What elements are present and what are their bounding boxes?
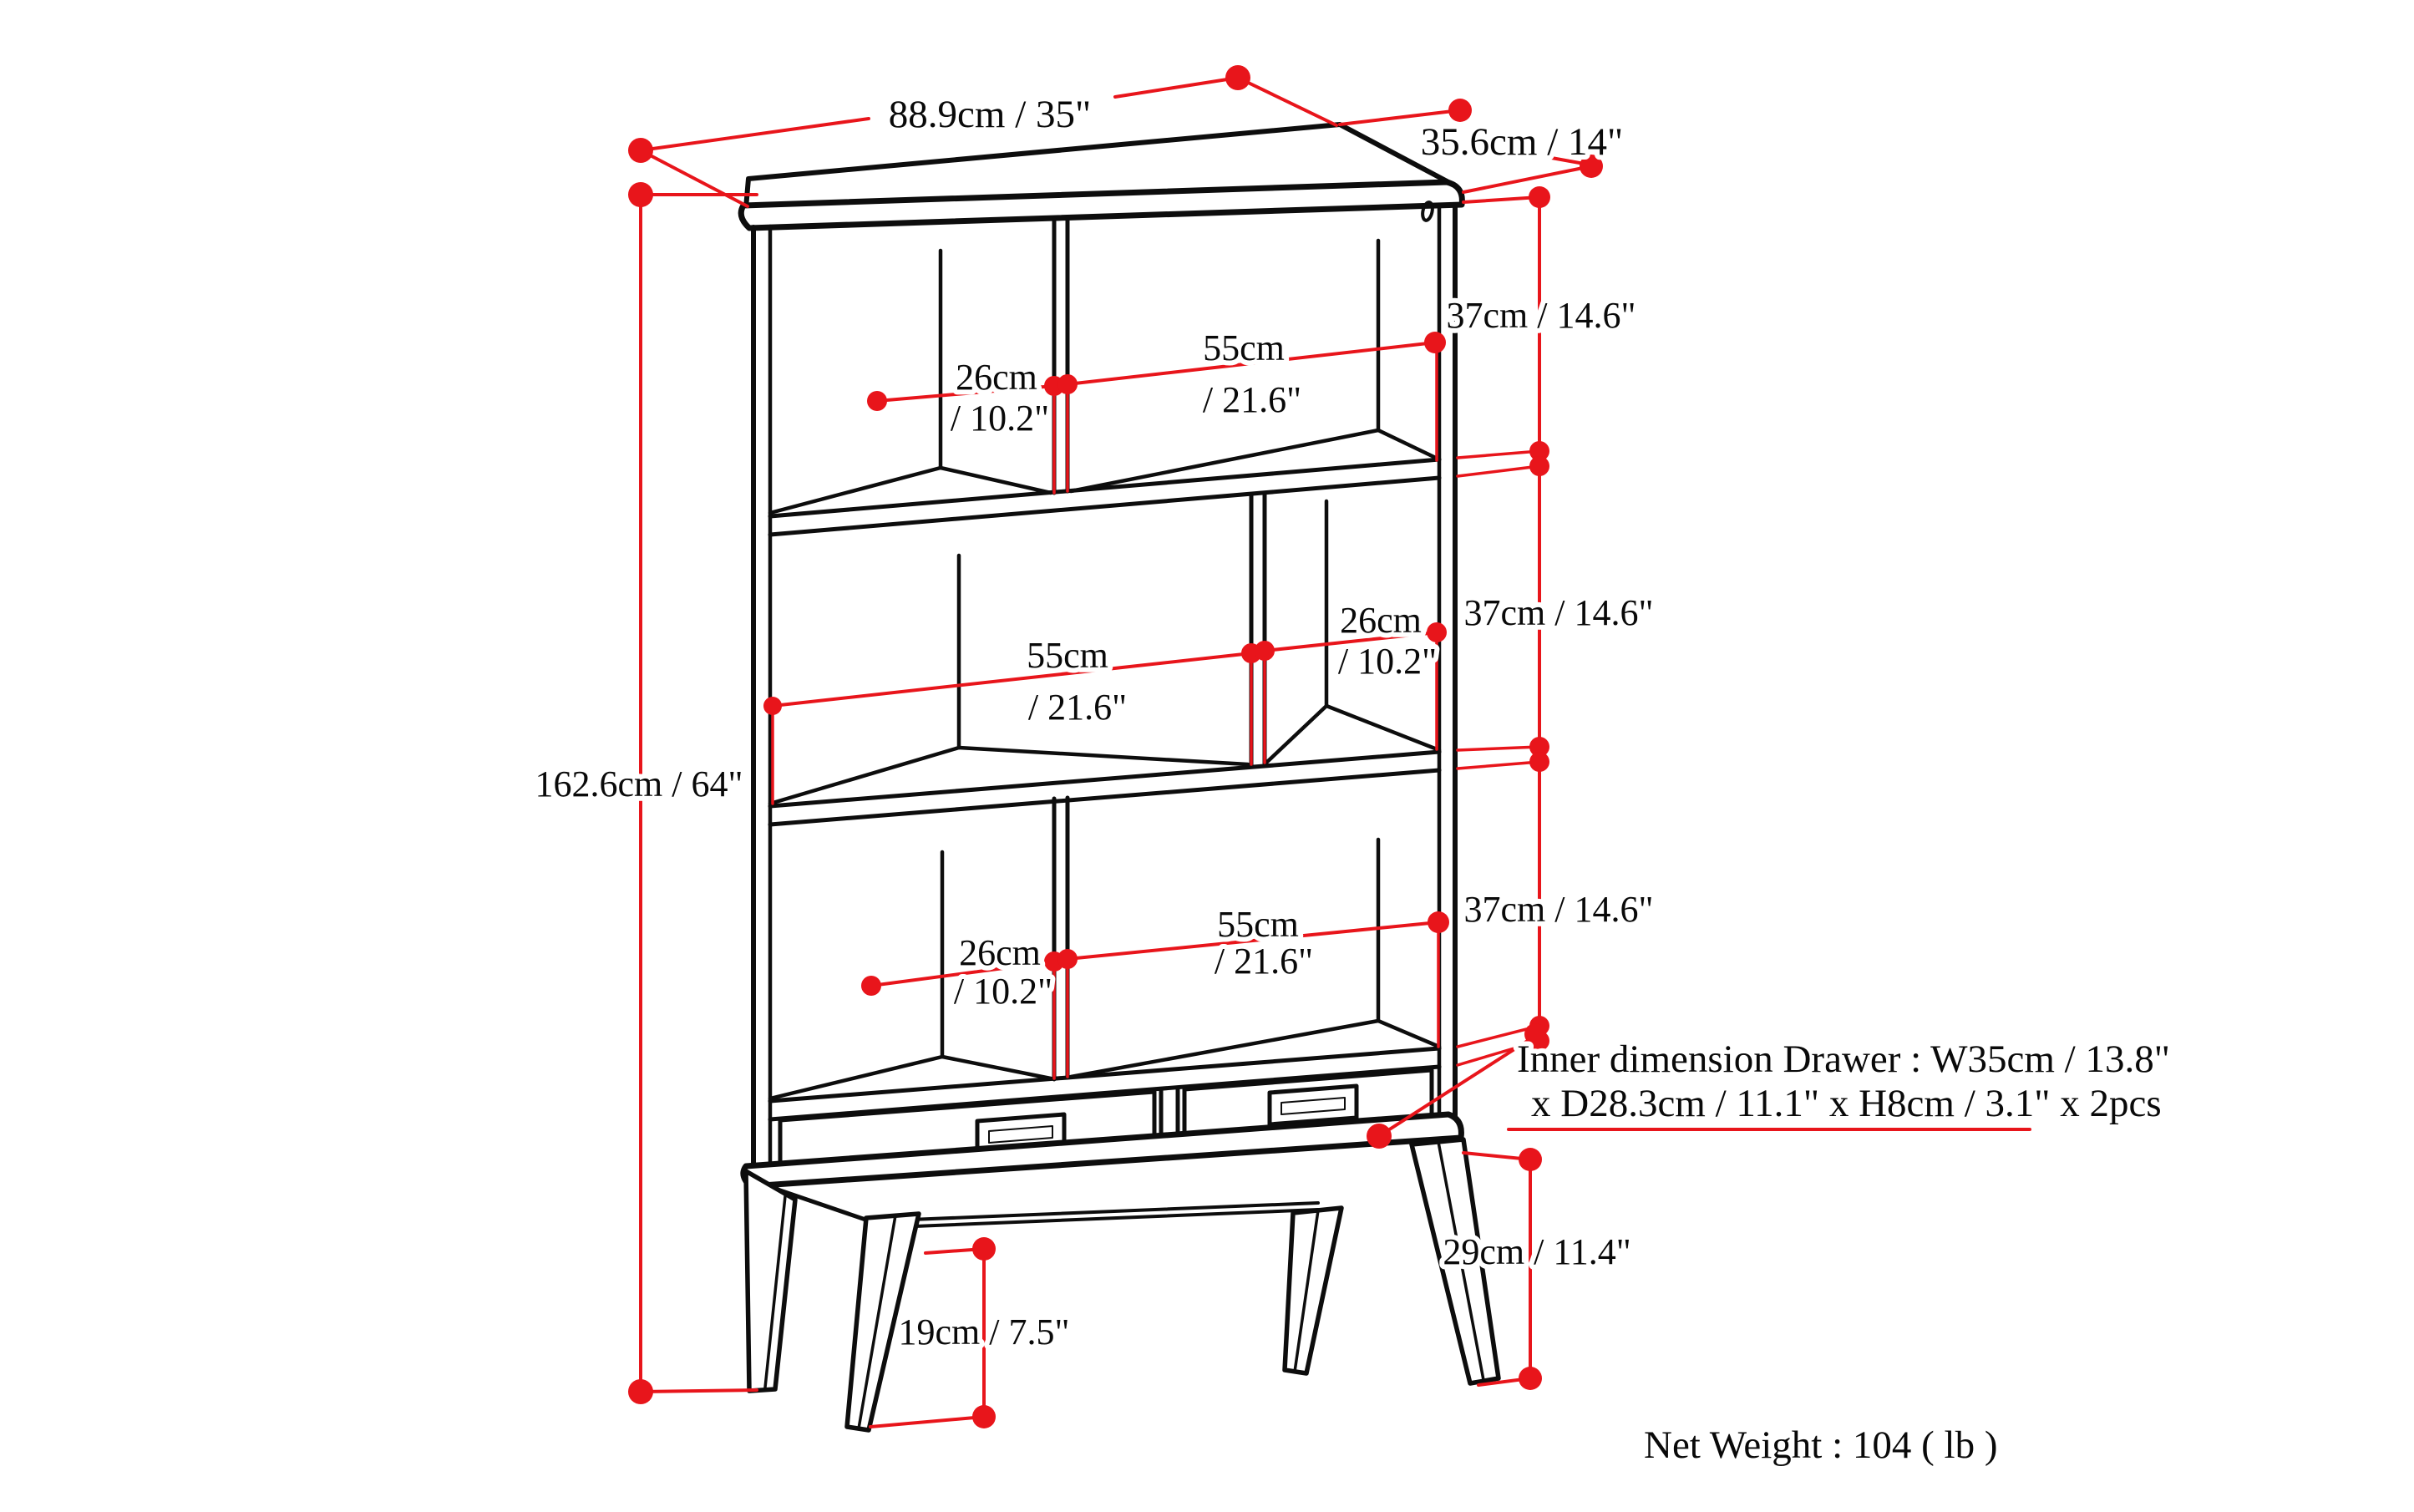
shelf2-height-label: 37cm / 14.6" (1464, 592, 1654, 633)
dimension-lines (628, 65, 2031, 1428)
legs (743, 1137, 1501, 1433)
drawer-note-line1: Inner dimension Drawer : W35cm / 13.8" (1517, 1038, 2170, 1081)
dim-shelf-chain (1456, 186, 1550, 1067)
shelf-2 (768, 749, 1442, 827)
row3-small-width-label2: / 10.2" (954, 971, 1052, 1012)
dim-base-height (1462, 1148, 1542, 1390)
dim-row1 (867, 332, 1446, 495)
dim-overall-width (628, 65, 1338, 208)
top-slab (738, 179, 1465, 231)
dim-drawer-pointer (1367, 1023, 2031, 1149)
drawer-right (1182, 1068, 1434, 1140)
overall-width-label: 88.9cm / 35" (889, 93, 1091, 136)
base-panel (740, 1111, 1464, 1230)
row3-large-width-label2: / 21.6" (1215, 941, 1313, 982)
base-height-label: 29cm / 11.4" (1443, 1231, 1630, 1272)
net-weight-label: Net Weight : 104 ( lb ) (1644, 1423, 1998, 1467)
row2-small-width-label2: / 10.2" (1338, 641, 1437, 682)
top-panel (738, 122, 1465, 231)
row2-large-width-label: 55cm (1027, 635, 1108, 676)
cam-lock-hole (1421, 200, 1434, 222)
row1-large-width-label2: / 21.6" (1203, 379, 1301, 420)
leg-height-label: 19cm / 7.5" (899, 1312, 1070, 1352)
dim-leg-height (869, 1237, 996, 1428)
labels: 88.9cm / 35" 35.6cm / 14" 162.6cm / 64" … (530, 88, 2175, 1472)
row1-small-width-label: 26cm (956, 357, 1037, 398)
row1-large-width-label: 55cm (1203, 327, 1285, 368)
row3-large-width-label: 55cm (1217, 904, 1299, 945)
row3-interior (768, 795, 1442, 1101)
row3-small-width-label: 26cm (959, 932, 1041, 973)
dim-overall-height (628, 182, 758, 1404)
leg-front-right (1409, 1137, 1501, 1386)
drawer-note-line2: x D28.3cm / 11.1" x H8cm / 3.1" x 2pcs (1531, 1082, 2162, 1125)
leg-back-right (1282, 1205, 1344, 1376)
row1-small-width-label2: / 10.2" (951, 398, 1049, 439)
row2-large-width-label2: / 21.6" (1028, 687, 1127, 728)
overall-depth-label: 35.6cm / 14" (1421, 120, 1623, 164)
overall-height-label: 162.6cm / 64" (535, 764, 743, 804)
dim-row3 (861, 911, 1449, 1080)
shelf3-height-label: 37cm / 14.6" (1464, 889, 1654, 930)
dim-row2 (763, 622, 1447, 805)
row2-small-width-label: 26cm (1340, 600, 1422, 641)
dim-overall-depth (1338, 99, 1603, 194)
shelf1-height-label: 37cm / 14.6" (1447, 295, 1636, 336)
leg-front-left (743, 1169, 798, 1393)
leg-back-left (844, 1211, 921, 1433)
shelf-1 (768, 457, 1442, 537)
bookcase-structure (738, 122, 1501, 1433)
drawer-left (778, 1089, 1157, 1170)
